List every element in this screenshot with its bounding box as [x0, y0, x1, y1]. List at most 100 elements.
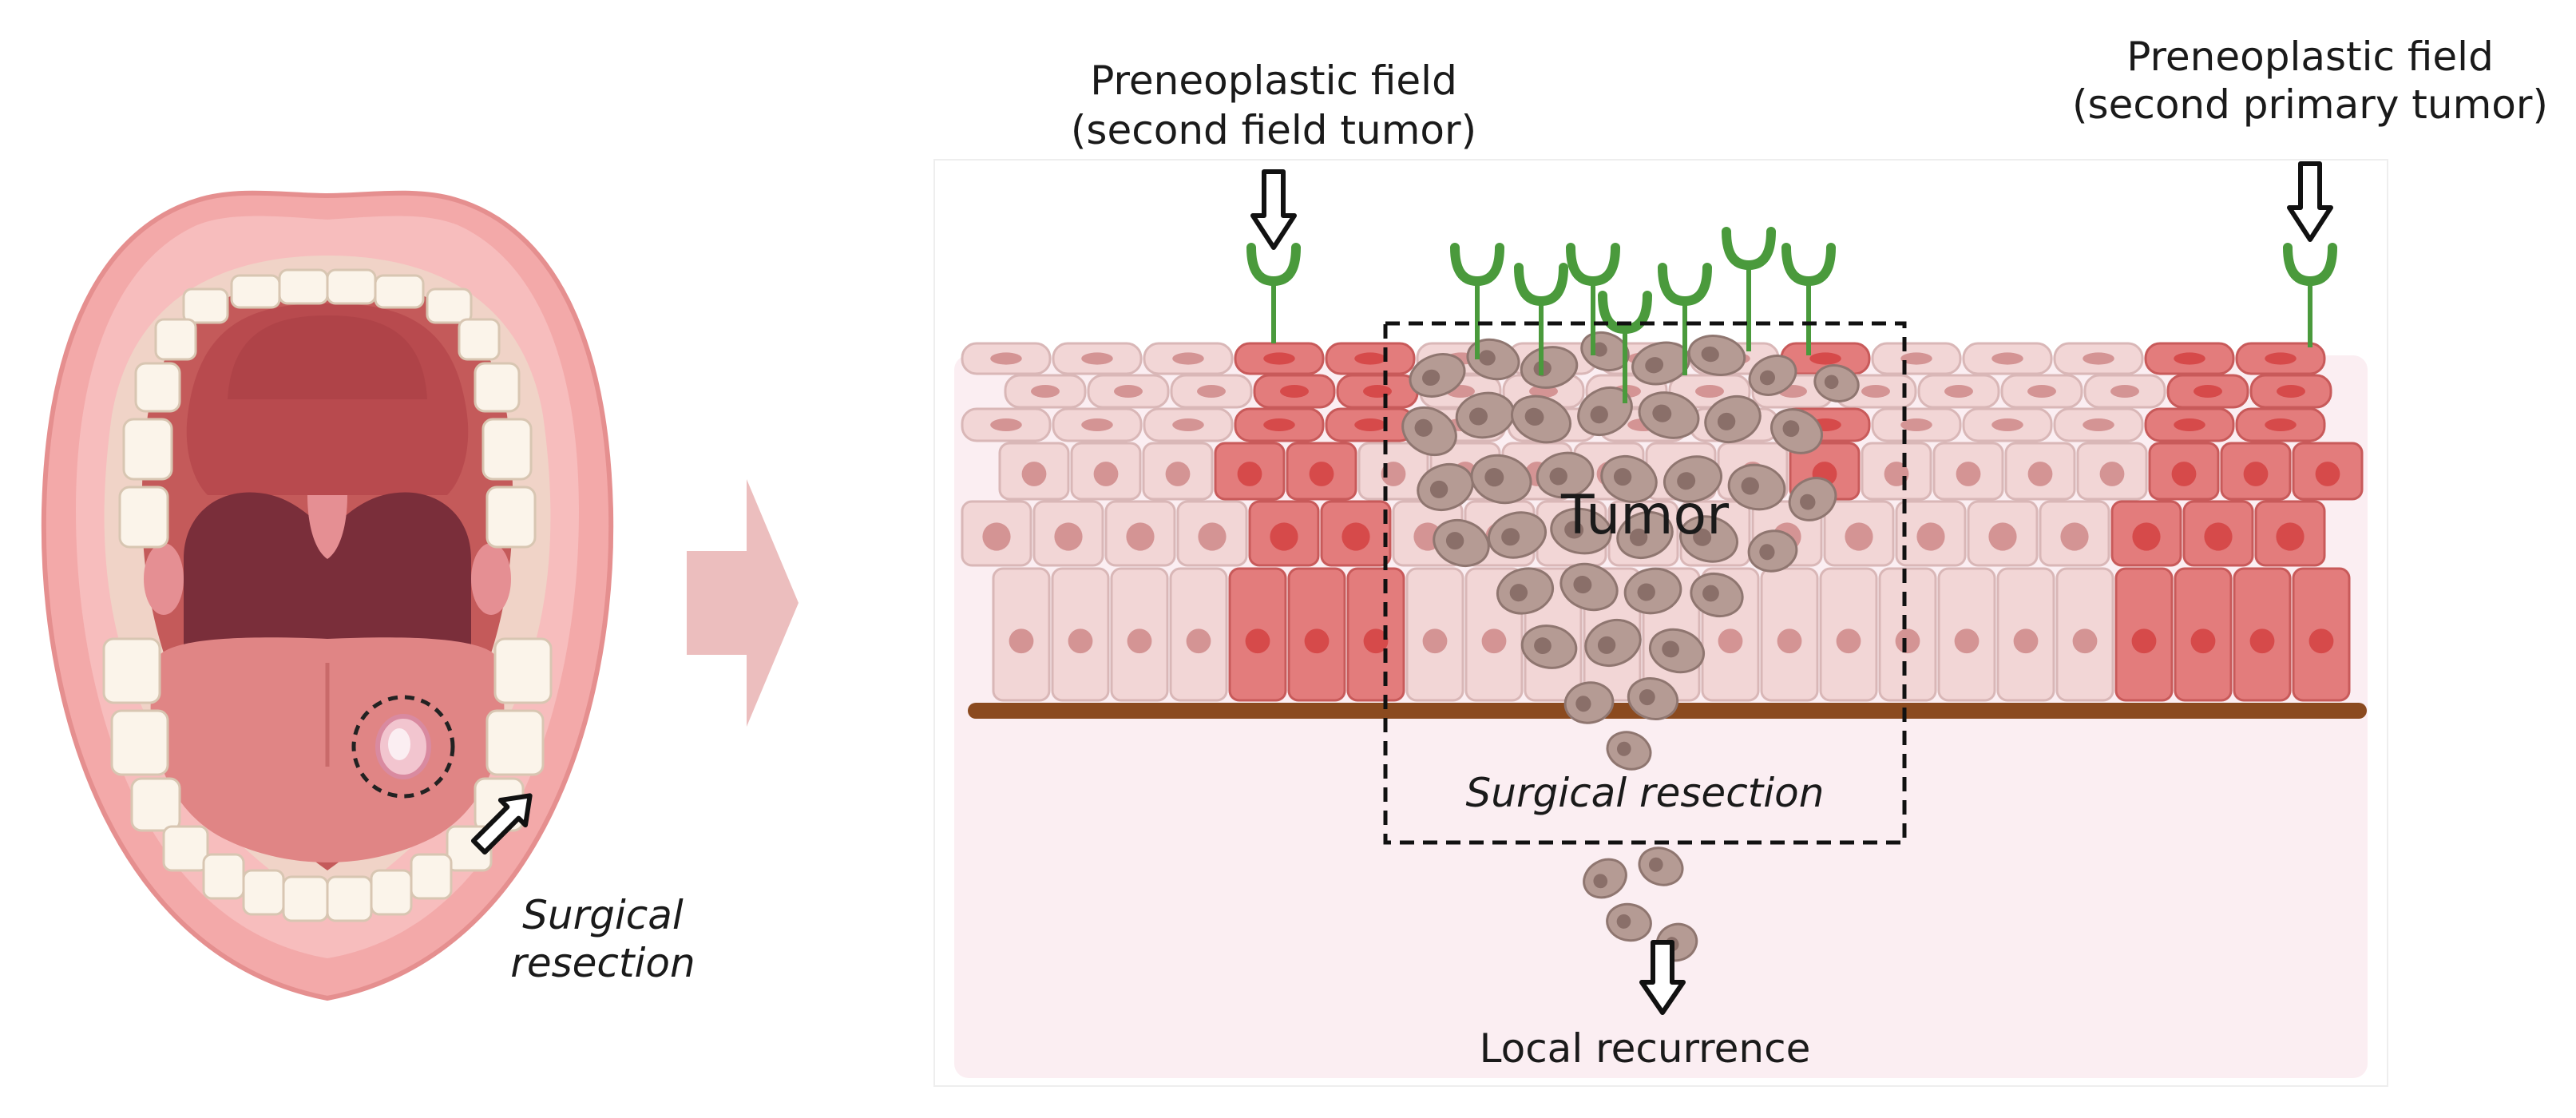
epithelial-cell [2166, 374, 2249, 409]
upper-teeth [118, 268, 537, 549]
epithelial-cell [2148, 442, 2220, 501]
epithelial-cell [2220, 442, 2292, 501]
epithelial-cell [1932, 442, 2004, 501]
epithelial-cell [1052, 407, 1143, 442]
tumor-cell [1747, 529, 1798, 573]
tumor-cell [1748, 355, 1797, 396]
left-tonsil [144, 543, 184, 615]
epithelial-cell [1861, 442, 1932, 501]
tumor-cell [1563, 681, 1615, 724]
epithelial-cell [1871, 407, 1962, 442]
epithelial-cell [1325, 407, 1416, 442]
epithelial-cell [1170, 374, 1253, 409]
epithelial-cell [1962, 407, 2053, 442]
tumor-cell [1455, 391, 1516, 439]
y-receptor-icon [2283, 243, 2337, 347]
mouth-resection-label-line2: resection [510, 940, 695, 986]
big-right-arrow-icon [687, 479, 799, 727]
epithelial-cell [1214, 442, 1286, 501]
epithelial-cell [1110, 567, 1169, 702]
hollow-diagonal-arrow-icon [470, 793, 533, 855]
epithelial-cell [1325, 342, 1416, 375]
tumor-cell [1687, 335, 1746, 376]
y-receptor-icon [1514, 263, 1568, 375]
field-second-field-label-line1: Preneoplastic field [1090, 57, 1457, 104]
epithelial-cell [2174, 567, 2233, 702]
epithelial-cell [1962, 342, 2053, 375]
tumor-cell [1813, 364, 1860, 402]
epithelial-cell [1878, 567, 1937, 702]
tumor-cell [1638, 846, 1684, 886]
epithelial-cell [1967, 500, 2039, 567]
y-receptor-icon [1781, 243, 1836, 355]
tumor-cell [1550, 507, 1612, 555]
resection-box [1383, 321, 1907, 845]
tumor-cell [1627, 677, 1679, 720]
tumor-cell [1690, 573, 1744, 617]
tumor-cell [1663, 455, 1722, 503]
hollow-down-arrow-icon [2287, 161, 2333, 242]
y-receptor-icon [1722, 227, 1776, 351]
y-receptor-icon [1658, 263, 1712, 375]
tumor-cell [1600, 455, 1658, 503]
epithelial-cell [2055, 567, 2114, 702]
epithelial-cell [2110, 500, 2182, 567]
epithelial-cell [1287, 567, 1346, 702]
tumor-cell [1559, 562, 1619, 612]
epithelial-cell [1996, 567, 2055, 702]
epithelial-cell [1004, 374, 1087, 409]
receptor-group [1246, 227, 2337, 403]
epithelial-cell [2249, 374, 2332, 409]
tumor-cell [1638, 391, 1700, 439]
epithelial-cell [1087, 374, 1170, 409]
epithelial-cell [1346, 567, 1405, 702]
epithelial-cell [1070, 442, 1142, 501]
tumor-cell [1520, 624, 1578, 669]
tumor-cell [1488, 511, 1547, 559]
y-receptor-icon [1566, 243, 1620, 355]
tumor-cell [1470, 454, 1532, 505]
hollow-down-arrow-icon [1639, 940, 1686, 1015]
epithelial-cell [1823, 500, 1895, 567]
epithelial-cell [1143, 407, 1234, 442]
epithelial-cell [1917, 374, 2000, 409]
resection-circle [351, 695, 455, 799]
tumor-cell [1583, 858, 1627, 899]
tumor-label: Tumor [1560, 484, 1729, 547]
epithelial-cell [1937, 567, 1996, 702]
tumor-cell [1727, 463, 1786, 511]
epithelial-cell [2235, 407, 2326, 442]
tumor-cell [1679, 515, 1738, 563]
epithelial-cell [961, 342, 1052, 375]
epithelial-cell [1169, 567, 1228, 702]
epithelial-cell [1104, 500, 1176, 567]
epithelial-cell [2000, 374, 2083, 409]
epithelial-cell [2144, 407, 2235, 442]
epithelial-cell [1176, 500, 1248, 567]
epithelial-cell [1253, 374, 1336, 409]
epithelial-cell [2235, 342, 2326, 375]
hollow-down-arrow-icon [1250, 169, 1297, 250]
tumor-cell [1788, 477, 1837, 521]
epithelial-cell [1871, 342, 1962, 375]
tumor-cell [1496, 567, 1555, 615]
tumor-cell [1433, 519, 1490, 567]
epithelial-cell [2254, 500, 2326, 567]
epithelial-cell [1234, 407, 1325, 442]
tumor-cell [1466, 338, 1520, 381]
tumor-cell [1401, 406, 1457, 457]
panel-resection-label: Surgical resection [1466, 770, 1825, 816]
epithelial-cell [1320, 500, 1392, 567]
epithelial-cell [961, 407, 1052, 442]
tumor-cell [1409, 353, 1466, 398]
tumor-mass [1401, 331, 1860, 962]
epithelial-cell [2039, 500, 2110, 567]
local-recurrence-label: Local recurrence [1480, 1025, 1811, 1072]
epithelial-cell [2182, 500, 2254, 567]
field-second-primary-label-line2: (second primary tumor) [2072, 81, 2548, 128]
epithelial-cell [2233, 567, 2292, 702]
epithelial-cell [1052, 342, 1143, 375]
mouth-resection-label-line1: Surgical [522, 892, 684, 938]
tumor-cell [1606, 731, 1652, 771]
